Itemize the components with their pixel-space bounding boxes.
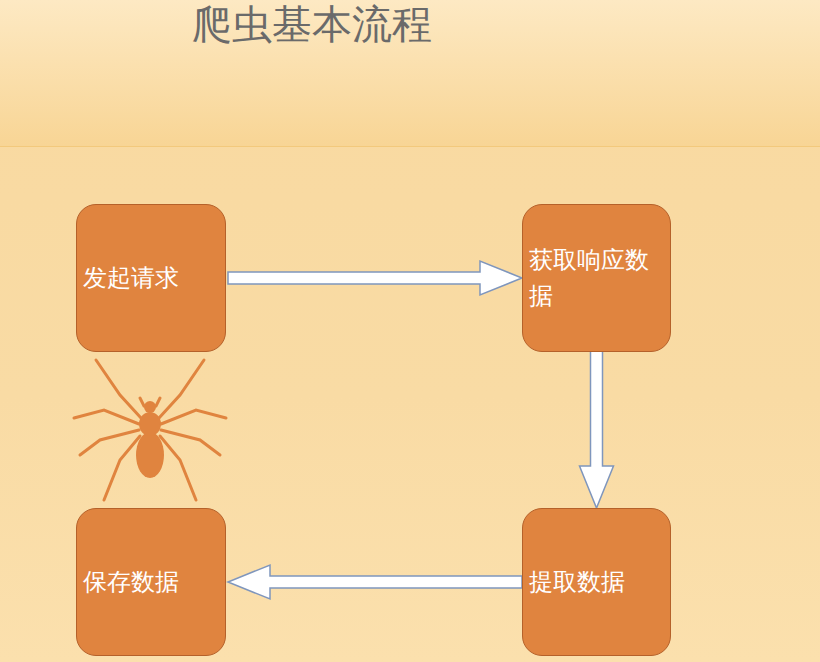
process-box: 提取数据 [522, 508, 671, 656]
box-label: 获取响应数据 [529, 242, 664, 314]
flow-arrow [228, 565, 522, 599]
box-label: 发起请求 [83, 260, 179, 296]
flow-arrow [580, 350, 614, 508]
flow-arrow [228, 261, 522, 295]
box-label: 提取数据 [529, 564, 625, 600]
process-box: 发起请求 [76, 204, 226, 352]
process-box: 保存数据 [76, 508, 226, 656]
process-box: 获取响应数据 [522, 204, 671, 352]
box-label: 保存数据 [83, 564, 179, 600]
diagram-title: 爬虫基本流程 [192, 0, 432, 48]
